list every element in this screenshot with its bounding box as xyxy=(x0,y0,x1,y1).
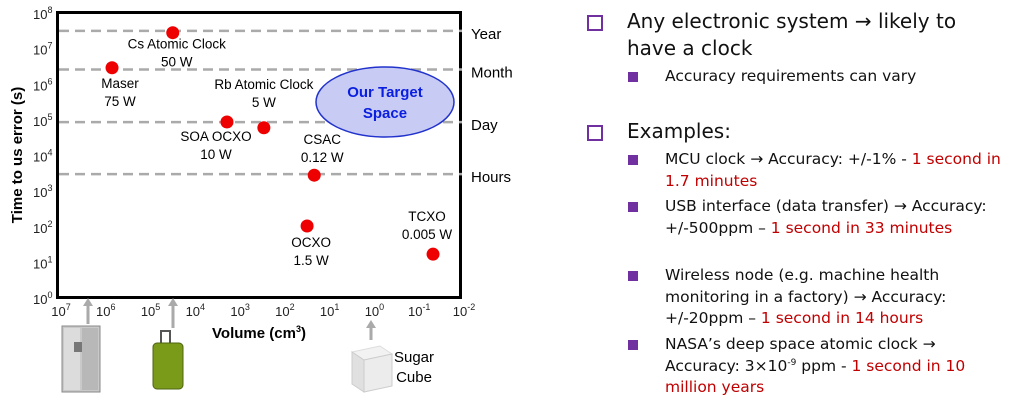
target-space-region: Our Target Space xyxy=(315,66,455,138)
sub-bullet-highlight: 1 second in 33 minutes xyxy=(770,218,953,237)
square-bullet-icon xyxy=(628,72,638,82)
superscript: -9 xyxy=(787,357,797,368)
square-bullet-icon xyxy=(628,202,638,212)
y-tick-label: 101 xyxy=(33,254,52,271)
x-axis-label: Volume (cm3) xyxy=(212,324,306,342)
data-point xyxy=(166,26,180,40)
y-tick-label: 103 xyxy=(33,183,52,200)
sub-bullet: USB interface (data transfer) → Accuracy… xyxy=(628,196,1010,239)
point-label-name: Maser xyxy=(101,76,139,91)
point-label-name: TCXO xyxy=(408,209,446,224)
refrigerator-image xyxy=(61,298,101,393)
bullet-1: Any electronic system → likely to have a… xyxy=(587,8,1007,62)
plot-frame xyxy=(56,11,462,299)
hollow-square-bullet-icon xyxy=(587,15,603,31)
sub-bullet-highlight: 1 second in 14 hours xyxy=(760,309,924,327)
x-tick-label: 105 xyxy=(141,302,160,319)
point-label-name: OCXO xyxy=(291,235,331,250)
sub-bullet-text: USB interface (data transfer) → Accuracy… xyxy=(665,197,987,237)
reference-label: Day xyxy=(471,117,498,134)
square-bullet-icon xyxy=(628,155,638,165)
square-bullet-icon xyxy=(628,271,638,281)
sub-bullet: Accuracy requirements can vary xyxy=(628,66,1010,88)
target-label-line1: Our Target xyxy=(347,84,423,101)
data-point xyxy=(220,115,234,129)
point-label-power: 50 W xyxy=(161,55,193,70)
data-point xyxy=(426,247,440,261)
hollow-square-bullet-icon xyxy=(587,125,603,141)
point-label-power: 0.005 W xyxy=(402,227,453,242)
y-tick-label: 100 xyxy=(33,290,52,307)
sub-bullet-text: NASA’s deep space atomic clock → Accurac… xyxy=(665,335,936,375)
bullet-2: Examples: xyxy=(587,118,1007,145)
reference-label: Year xyxy=(471,26,501,43)
reference-label: Month xyxy=(471,65,513,82)
y-axis-label: Time to us error (s) xyxy=(9,87,26,223)
sub-bullet: NASA’s deep space atomic clock → Accurac… xyxy=(628,334,1010,399)
data-point xyxy=(105,61,119,75)
bullet-text: Examples: xyxy=(627,119,731,143)
sub-bullet-text: Wireless node (e.g. machine health monit… xyxy=(665,266,947,327)
point-label-power: 10 W xyxy=(200,147,232,162)
x-tick-label: 10-2 xyxy=(453,302,475,319)
sub-bullet: Wireless node (e.g. machine health monit… xyxy=(628,265,1010,330)
x-tick-label: 104 xyxy=(186,302,205,319)
y-tick-label: 107 xyxy=(33,41,52,58)
x-tick-label: 100 xyxy=(365,302,384,319)
point-label-name: CSAC xyxy=(303,132,341,147)
point-label-name: Rb Atomic Clock xyxy=(214,77,313,92)
sub-bullet: MCU clock → Accuracy: +/-1% - 1 second i… xyxy=(628,149,1010,192)
sub-bullet-highlight: 1 second in 1.7 minutes xyxy=(665,150,1001,190)
target-label-line2: Space xyxy=(363,105,407,122)
point-label-name: Cs Atomic Clock xyxy=(128,37,227,52)
x-tick-label: 103 xyxy=(230,302,249,319)
sub-bullet-text: ppm - xyxy=(796,356,852,375)
x-tick-label: 10-1 xyxy=(408,302,430,319)
y-tick-label: 102 xyxy=(33,219,52,236)
data-point xyxy=(300,219,314,233)
y-tick-label: 105 xyxy=(33,112,52,129)
square-bullet-icon xyxy=(628,340,638,350)
bullet-text: Any electronic system → likely to have a… xyxy=(627,9,957,60)
sugar-cube-label-line1: Sugar xyxy=(394,349,434,366)
x-tick-label: 107 xyxy=(51,302,70,319)
suitcase-image xyxy=(152,298,184,390)
y-tick-label: 104 xyxy=(33,148,52,165)
bullet-list: Any electronic system → likely to have a… xyxy=(580,0,1024,408)
sugar-cube-label-line2: Cube xyxy=(396,369,432,386)
reference-label: Hours xyxy=(471,169,511,186)
point-label-name: SOA OCXO xyxy=(180,129,251,144)
sub-bullet-text: Accuracy requirements can vary xyxy=(665,67,917,85)
y-tick-label: 108 xyxy=(33,5,52,22)
x-tick-label: 102 xyxy=(275,302,294,319)
data-point xyxy=(307,168,321,182)
point-label-power: 1.5 W xyxy=(293,253,329,268)
sub-bullet-text: MCU clock → Accuracy: +/-1% - xyxy=(665,150,912,168)
x-tick-label: 101 xyxy=(320,302,339,319)
data-point xyxy=(257,121,271,135)
x-tick-label: 106 xyxy=(96,302,115,319)
point-label-power: 0.12 W xyxy=(301,150,344,165)
y-tick-label: 106 xyxy=(33,76,52,93)
sugar-cube-image: Sugar Cube xyxy=(350,320,434,393)
sub-bullet-highlight: 1 second in 10 million years xyxy=(665,356,966,397)
point-label-power: 75 W xyxy=(104,94,136,109)
point-label-power: 5 W xyxy=(252,95,276,110)
